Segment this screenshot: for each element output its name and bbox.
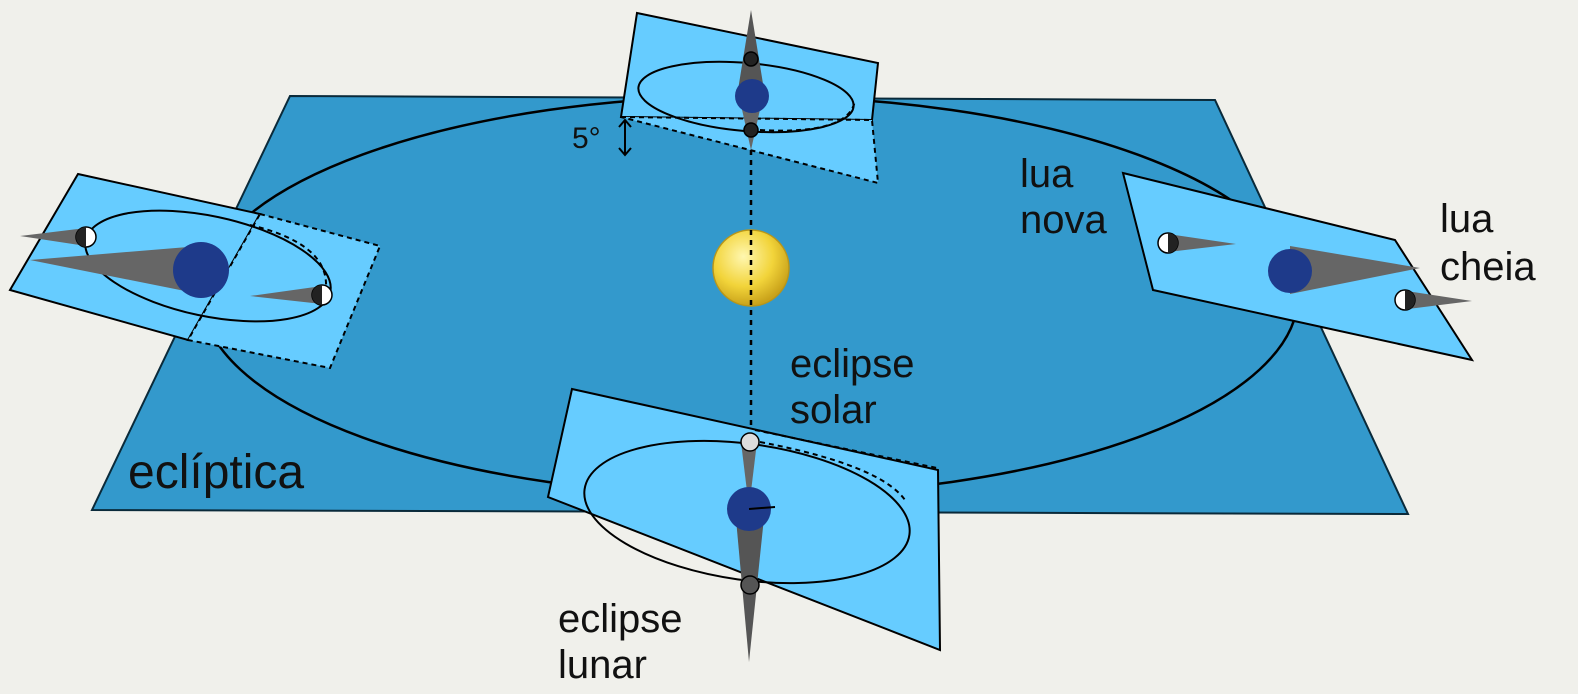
new-moon-label-line1: lua bbox=[1020, 152, 1074, 196]
moon-orbit-bottom-dashed bbox=[759, 441, 906, 501]
moon-top-1 bbox=[743, 51, 759, 67]
moon-orbit-left-dashed bbox=[249, 224, 328, 296]
moon-shadow-bottom bbox=[741, 442, 757, 508]
earth-shadow-left bbox=[30, 246, 200, 294]
orbit-plane-top bbox=[619, 10, 880, 185]
orbit-plane-bottom-dashed-edge bbox=[754, 429, 938, 469]
moon-bottom-2 bbox=[740, 575, 760, 595]
ecliptic-label: eclíptica bbox=[128, 446, 304, 499]
orbit-plane-bottom bbox=[546, 387, 942, 662]
orbit-plane-left bbox=[8, 172, 382, 370]
moon-shadow-left-1 bbox=[20, 228, 86, 246]
earth-left bbox=[173, 242, 229, 298]
lunar-eclipse-label-line1: eclipse bbox=[558, 597, 683, 641]
inclination-marker bbox=[618, 118, 632, 157]
full-moon-label-line1: lua bbox=[1440, 197, 1494, 241]
orbit-plane-right bbox=[1121, 171, 1475, 362]
solar-eclipse-label-line2: solar bbox=[790, 388, 877, 432]
orbit-plane-top-below bbox=[620, 116, 880, 185]
moon-top-2 bbox=[743, 122, 759, 138]
moon-full bbox=[1394, 289, 1416, 311]
inclination-label: 5° bbox=[572, 122, 601, 155]
moon-left-2 bbox=[311, 284, 333, 306]
earth-bottom-axis bbox=[748, 506, 776, 510]
earth-top bbox=[735, 79, 769, 113]
earth-right bbox=[1268, 249, 1312, 293]
new-moon-label-line2: nova bbox=[1020, 198, 1107, 242]
solar-eclipse-label-line1: eclipse bbox=[790, 342, 915, 386]
full-moon-label-line2: cheia bbox=[1440, 245, 1536, 289]
moon-orbit-top-dashed bbox=[759, 99, 856, 132]
moon-left-1 bbox=[75, 226, 97, 248]
earth-shadow-right bbox=[1290, 246, 1420, 294]
moon-shadow-left-2 bbox=[250, 286, 322, 304]
moon-new bbox=[1157, 232, 1179, 254]
moon-shadow-right-1 bbox=[1168, 234, 1236, 252]
lunar-eclipse-label-line2: lunar bbox=[558, 643, 647, 687]
moon-shadow-right-2 bbox=[1400, 290, 1472, 310]
orbit-plane-left-below bbox=[186, 212, 382, 370]
moon-bottom-1 bbox=[740, 432, 760, 452]
